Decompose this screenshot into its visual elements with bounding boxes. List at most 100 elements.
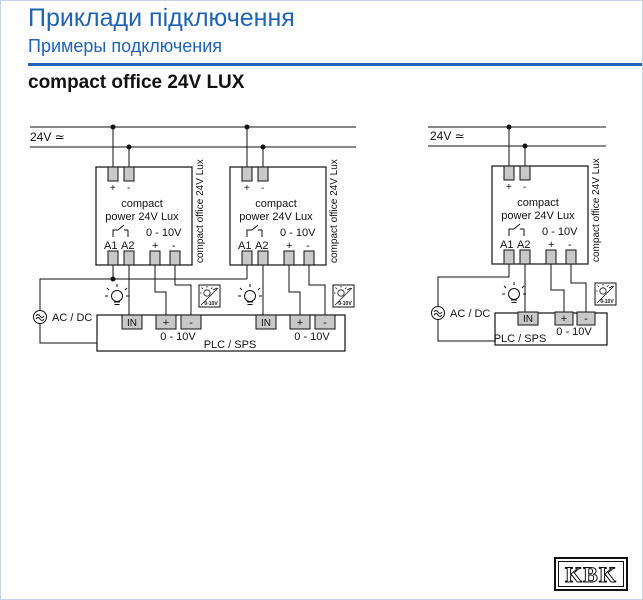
ac-dc-wave <box>35 314 45 321</box>
terminal-a1 <box>107 250 119 266</box>
module-minus-label: - <box>127 183 130 194</box>
header-rule <box>28 63 642 66</box>
lamp-icon <box>104 283 130 305</box>
module-plus-label: + <box>506 182 512 193</box>
plc-minus-label: - <box>189 317 193 329</box>
ac-dc-source-icon <box>431 306 445 320</box>
plc-range-label-3: 0 - 10V <box>556 326 592 338</box>
plc-label-right: PLC / SPS <box>494 333 547 345</box>
lamp-icon <box>501 281 527 303</box>
ac-dc-common-wire <box>437 264 510 306</box>
ac-dc-return-wire <box>437 320 495 342</box>
page-title: Приклади підключення <box>28 4 295 32</box>
relay-contact-symbol <box>246 224 259 237</box>
plc-plus-label: + <box>163 317 169 329</box>
terminal-out-minus <box>565 249 577 265</box>
module-name-line2: power 24V Lux <box>501 210 575 222</box>
module-out-minus-label: - <box>568 239 572 251</box>
terminal-out-plus <box>283 250 295 266</box>
terminal-a2 <box>519 249 531 265</box>
kbk-logo-text: KBK <box>558 561 624 588</box>
dimmer-label: 0-10V <box>338 301 352 307</box>
wire <box>550 264 565 312</box>
terminal-a2 <box>123 250 135 266</box>
wire <box>288 265 301 315</box>
supply-label-right: 24V ≃ <box>430 129 465 143</box>
module-a2-label: A2 <box>121 240 134 252</box>
supply-terminal-minus <box>257 166 269 182</box>
plc-in-label: IN <box>127 318 137 329</box>
module-minus-label: - <box>261 183 264 194</box>
plc-in-terminal <box>517 311 539 326</box>
kbk-logo: KBK <box>554 557 628 591</box>
terminal-a1 <box>241 250 253 266</box>
terminal-out-minus <box>303 250 315 266</box>
module-range-label: 0 - 10V <box>542 226 578 238</box>
module-side-label: compact office 24V Lux <box>591 158 602 262</box>
module-a2-label: A2 <box>517 239 530 251</box>
module-minus-label: - <box>523 182 526 193</box>
junction-dot <box>110 276 116 282</box>
module-name-line1: compact <box>517 197 559 209</box>
product-title: compact office 24V LUX <box>28 72 245 93</box>
supply-terminal-plus <box>241 166 253 182</box>
ac-dc-label: AC / DC <box>450 308 490 320</box>
plc-range-label-2: 0 - 10V <box>294 331 330 343</box>
module-name-line2: power 24V Lux <box>105 211 179 223</box>
module-out-plus-label: + <box>152 240 158 252</box>
plc-plus-label: + <box>561 313 567 325</box>
supply-label-left: 24V ≃ <box>30 130 65 144</box>
module-name-line2: power 24V Lux <box>239 211 313 223</box>
ac-dc-source-icon <box>33 310 47 324</box>
relay-contact-symbol <box>508 223 521 236</box>
wire <box>174 265 192 315</box>
terminal-out-minus <box>169 250 181 266</box>
plc-in-terminal <box>255 314 277 330</box>
module-a1-label: A1 <box>238 240 251 252</box>
supply-terminal-plus <box>503 165 515 181</box>
plc-minus-label: - <box>584 313 588 325</box>
wire <box>308 265 326 315</box>
junction-dot <box>522 143 528 149</box>
terminal-a1 <box>503 249 515 265</box>
plc-range-label-1: 0 - 10V <box>160 331 196 343</box>
terminal-out-plus <box>149 250 161 266</box>
module-plus-label: + <box>110 183 116 194</box>
supply-terminal-minus <box>519 165 531 181</box>
module-name-line1: compact <box>121 198 163 210</box>
terminal-out-plus <box>545 249 557 265</box>
supply-terminal-minus <box>123 166 135 182</box>
wire <box>154 265 167 315</box>
module-range-label: 0 - 10V <box>280 227 316 239</box>
module-name-line1: compact <box>255 198 297 210</box>
lamp-icon <box>237 283 263 305</box>
module-side-label: compact office 24V Lux <box>329 159 340 263</box>
module-out-minus-label: - <box>172 240 176 252</box>
plc-plus-label: + <box>297 317 303 329</box>
ac-dc-wave <box>433 310 443 317</box>
plc-label-left: PLC / SPS <box>204 339 257 351</box>
plc-in-label: IN <box>261 318 271 329</box>
junction-dot <box>506 124 512 130</box>
relay-contact-symbol <box>112 224 125 237</box>
junction-dot <box>244 124 250 130</box>
plc-in-label: IN <box>523 314 533 325</box>
plc-in-terminal <box>121 314 143 330</box>
power-module <box>491 165 589 265</box>
plc-minus-label: - <box>323 317 327 329</box>
module-plus-label: + <box>244 183 250 194</box>
junction-dot <box>126 144 132 150</box>
junction-dot <box>260 144 266 150</box>
module-out-minus-label: - <box>306 240 310 252</box>
module-side-label: compact office 24V Lux <box>195 159 206 263</box>
wire <box>570 264 587 312</box>
ac-dc-return-wire <box>39 324 97 344</box>
terminal-a2 <box>257 250 269 266</box>
module-a1-label: A1 <box>500 239 513 251</box>
dimmer-label: 0-10V <box>600 299 614 305</box>
dimmer-label: 0-10V <box>204 301 218 307</box>
module-out-plus-label: + <box>548 239 554 251</box>
supply-terminal-plus <box>107 166 119 182</box>
power-module <box>95 166 193 266</box>
